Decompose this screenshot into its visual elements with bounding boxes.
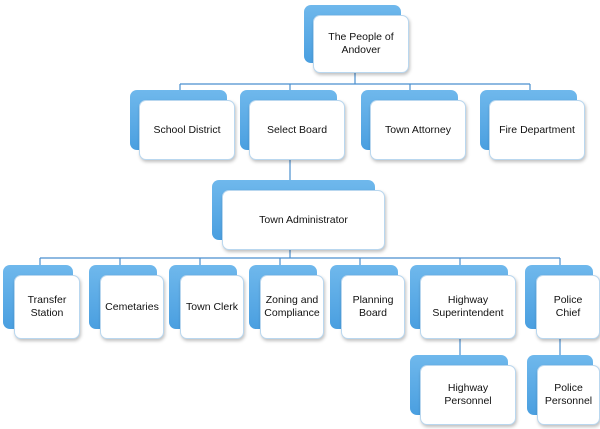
node-town-clerk: Town Clerk: [169, 265, 244, 339]
node-highway-superintendent: Highway Superintendent: [410, 265, 516, 339]
node-label: Town Attorney: [370, 100, 466, 160]
node-town-administrator: Town Administrator: [212, 180, 385, 250]
node-label: Planning Board: [341, 275, 405, 339]
node-school-district: School District: [130, 90, 235, 160]
node-police-chief: Police Chief: [525, 265, 600, 339]
node-label: Select Board: [249, 100, 345, 160]
connector-administrator-to-departments: [39, 249, 561, 265]
node-label: The People of Andover: [313, 15, 409, 73]
node-label: Cemetaries: [100, 275, 164, 339]
node-planning-board: Planning Board: [330, 265, 405, 339]
node-highway-personnel: Highway Personnel: [410, 355, 516, 425]
node-label: Town Administrator: [222, 190, 385, 250]
node-cemetaries: Cemetaries: [89, 265, 164, 339]
node-town-attorney: Town Attorney: [361, 90, 466, 160]
node-label: Highway Personnel: [420, 365, 516, 425]
node-label: Transfer Station: [14, 275, 80, 339]
node-zoning-and-compliance: Zoning and Compliance: [249, 265, 324, 339]
node-transfer-station: Transfer Station: [3, 265, 80, 339]
node-label: School District: [139, 100, 235, 160]
node-label: Zoning and Compliance: [260, 275, 324, 339]
node-label: Highway Superintendent: [420, 275, 516, 339]
node-label: Town Clerk: [180, 275, 244, 339]
node-label: Fire Department: [489, 100, 585, 160]
node-fire-department: Fire Department: [480, 90, 585, 160]
node-police-personnel: Police Personnel: [527, 355, 600, 425]
node-label: Police Chief: [536, 275, 600, 339]
connector-people-to-board-level: [179, 72, 531, 90]
node-people-of-andover: The People of Andover: [304, 5, 409, 73]
node-label: Police Personnel: [537, 365, 600, 425]
node-select-board: Select Board: [240, 90, 345, 160]
